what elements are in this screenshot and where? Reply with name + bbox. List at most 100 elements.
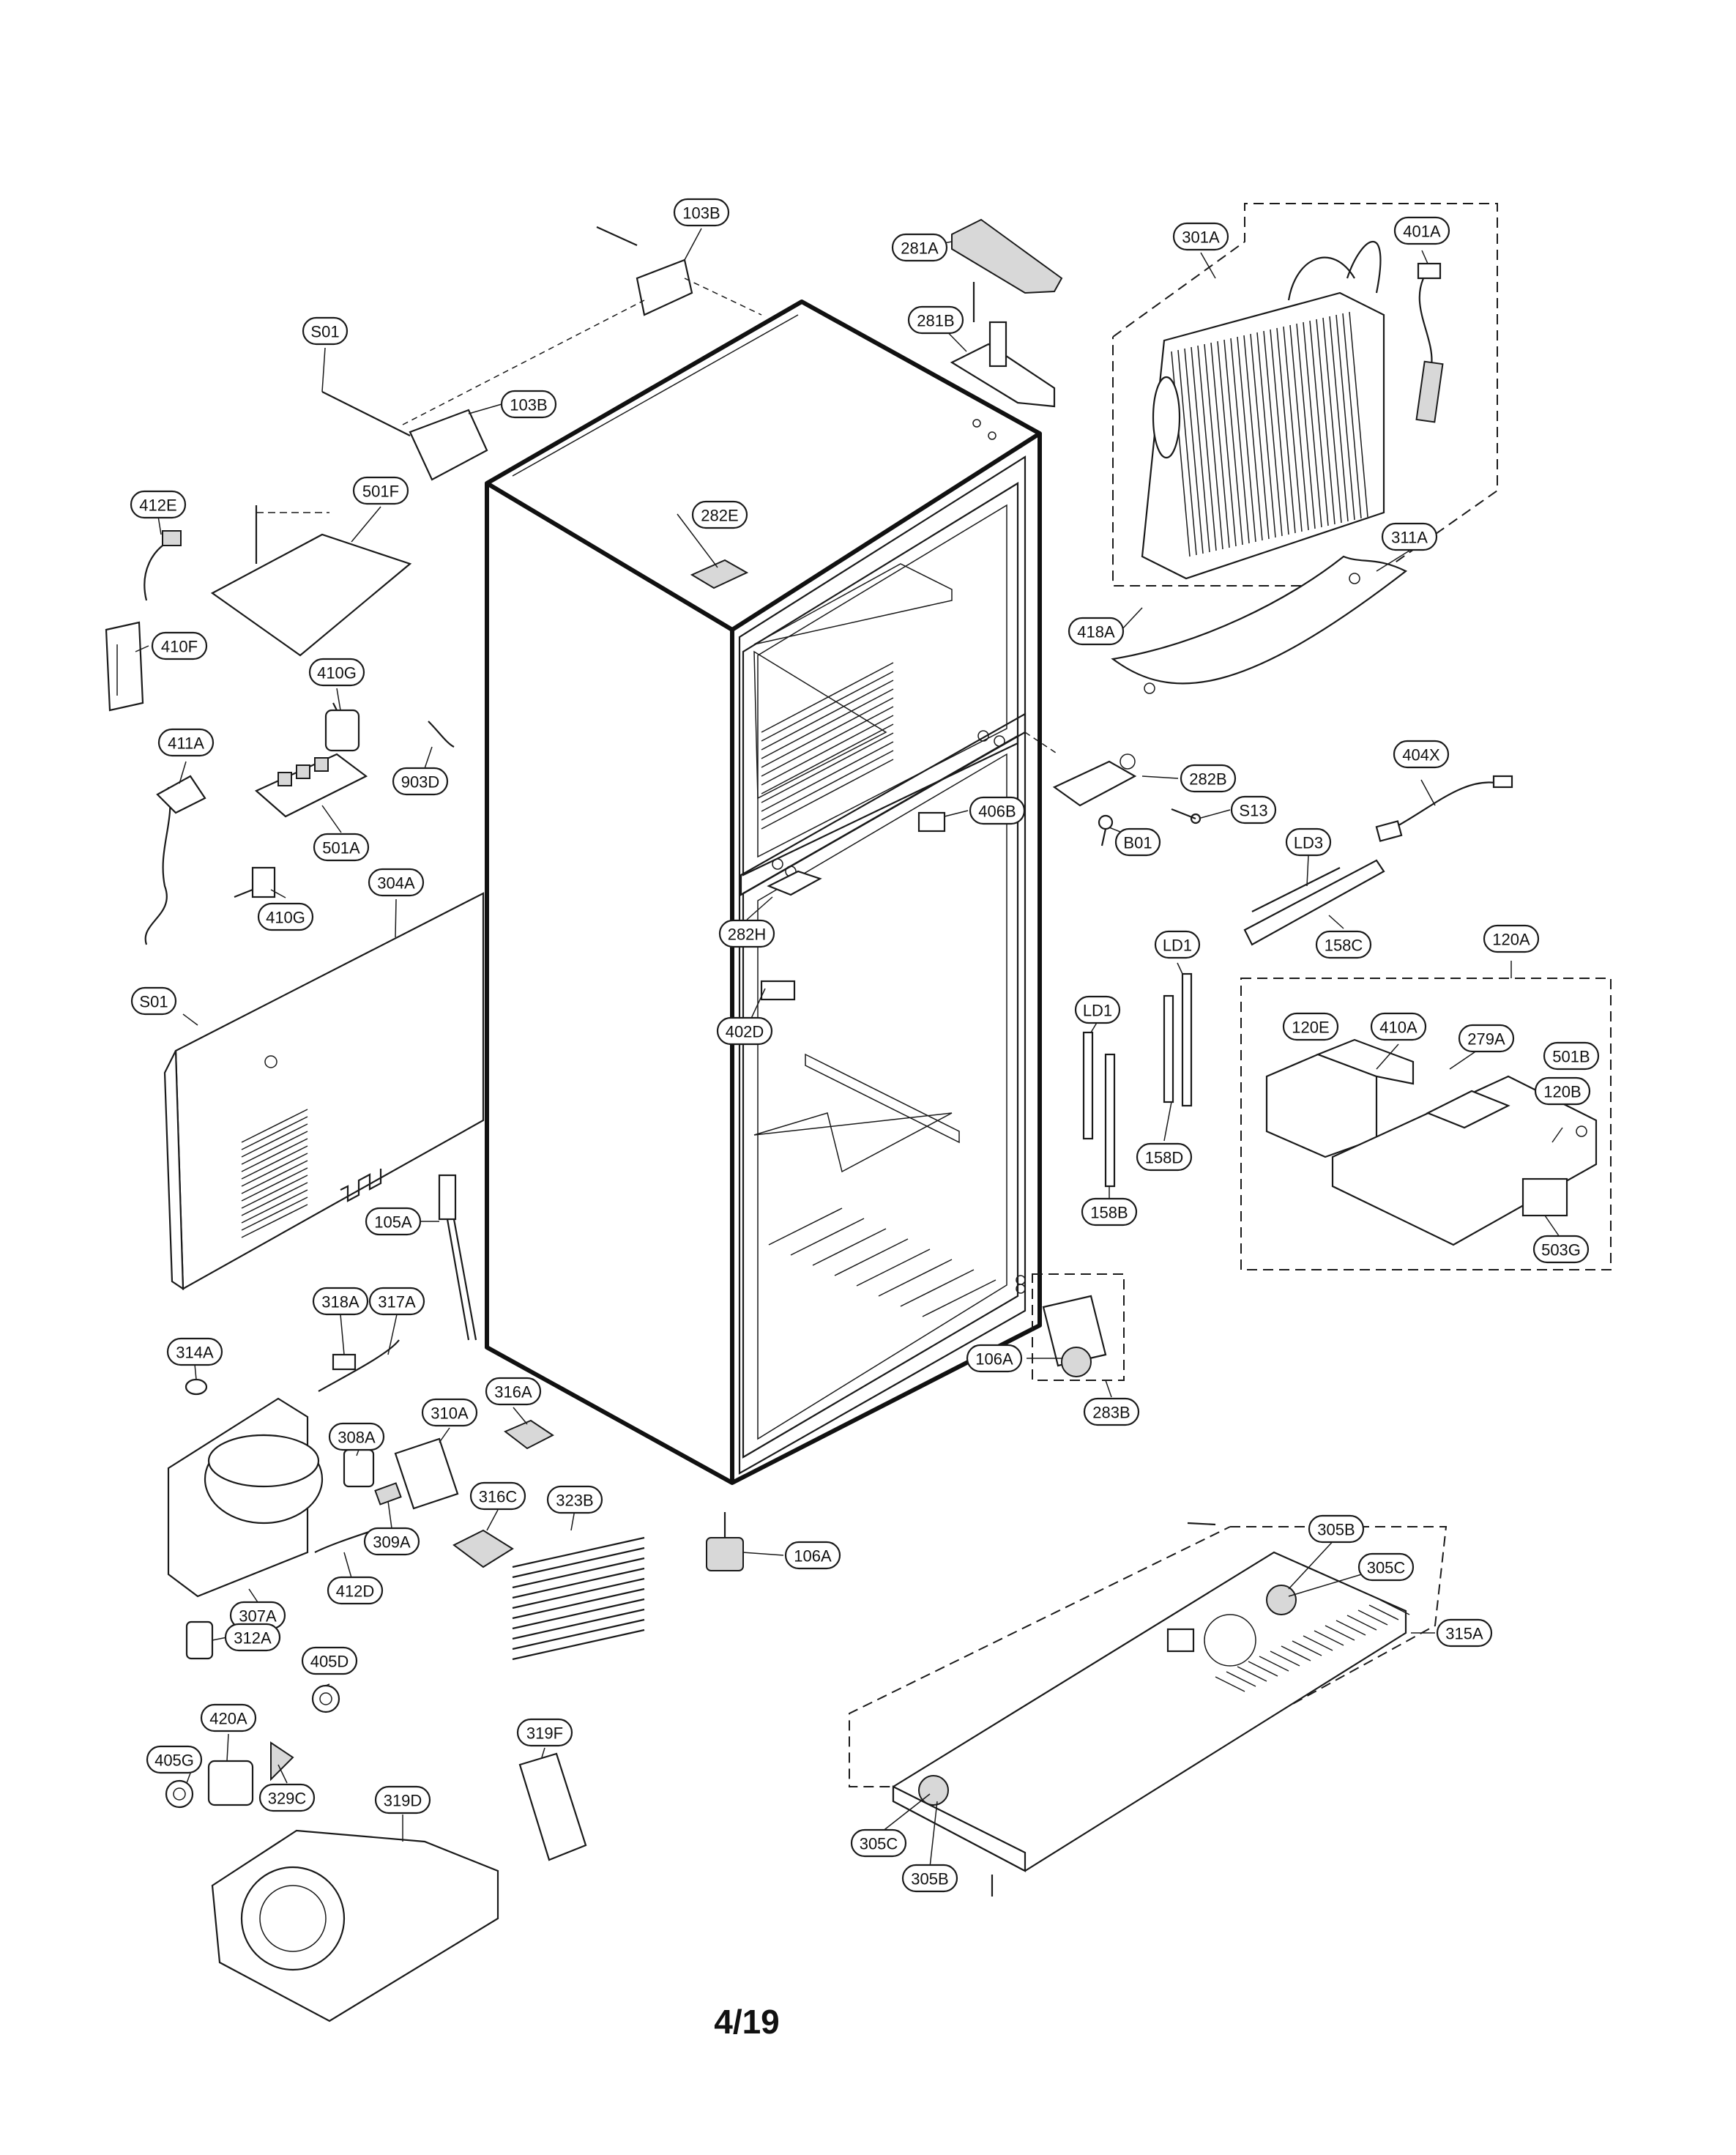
refrigerator-cabinet (485, 299, 1042, 1485)
part-label-283b: 283B (1083, 1397, 1140, 1426)
part-label-text: 412E (139, 496, 176, 515)
part-label-text: 401A (1403, 223, 1441, 241)
part-label-158d: 158D (1136, 1142, 1193, 1172)
part-label-305c-a: 305C (1357, 1552, 1415, 1582)
part-label-406b: 406B (969, 796, 1026, 825)
part-label-text: 103B (510, 396, 547, 414)
cord-412E (144, 530, 182, 601)
part-label-120a: 120A (1483, 924, 1540, 953)
part-label-418a: 418A (1068, 617, 1125, 646)
leveling-foot-106A (706, 1512, 744, 1571)
part-label-text: 317A (378, 1293, 416, 1311)
part-label-text: 412D (336, 1582, 375, 1601)
part-label-text: 282H (728, 926, 767, 944)
pad-316C (452, 1529, 514, 1568)
part-label-text: 304A (377, 874, 415, 893)
part-label-106a-b: 106A (784, 1541, 841, 1570)
part-label-318a: 318A (312, 1287, 369, 1316)
part-label-text: 410G (266, 909, 305, 927)
part-label-text: 283B (1092, 1404, 1130, 1422)
part-label-text: 312A (234, 1629, 272, 1648)
part-label-text: 305C (860, 1835, 898, 1853)
part-label-311a: 311A (1381, 522, 1438, 551)
part-label-text: 307A (239, 1607, 277, 1626)
part-label-316c: 316C (469, 1481, 526, 1511)
part-label-305c-b: 305C (850, 1828, 907, 1858)
part-label-text: 402D (726, 1023, 764, 1041)
part-label-308a: 308A (328, 1422, 385, 1451)
fan-motor-420A (207, 1741, 294, 1806)
part-label-text: 311A (1391, 529, 1428, 547)
part-label-text: 503G (1541, 1241, 1581, 1259)
part-label-text: 309A (373, 1533, 411, 1552)
part-label-text: S01 (139, 993, 168, 1011)
part-label-text: S01 (310, 323, 339, 341)
drain-tube-105A (438, 1174, 477, 1341)
part-label-404x: 404X (1393, 740, 1450, 769)
part-label-text: 301A (1182, 228, 1220, 247)
part-label-319f: 319F (516, 1718, 573, 1747)
part-label-text: 282B (1189, 770, 1226, 789)
part-label-405d: 405D (301, 1646, 358, 1675)
cover-501F (210, 505, 412, 657)
fan-shroud-319D (211, 1829, 499, 2022)
part-label-158b: 158B (1081, 1197, 1138, 1227)
part-label-text: 106A (975, 1350, 1013, 1369)
part-label-158c: 158C (1315, 930, 1372, 959)
part-label-text: 501A (322, 839, 360, 857)
part-label-120b: 120B (1534, 1076, 1591, 1106)
evaporator-coil (1141, 241, 1385, 580)
led-158D (1163, 972, 1193, 1107)
group-box-301A (1112, 203, 1498, 587)
part-label-503g: 503G (1532, 1235, 1590, 1264)
part-label-text: 120E (1292, 1019, 1329, 1037)
control-box-120A (1265, 1038, 1598, 1246)
part-label-text: 329C (268, 1790, 307, 1808)
part-label-405g: 405G (146, 1745, 203, 1774)
machine-cover-304A (163, 892, 485, 1291)
part-label-text: 158C (1325, 937, 1363, 955)
led-158B (1082, 1031, 1116, 1188)
hinge-cap-103B-top (596, 226, 762, 316)
bracket-410F (105, 621, 144, 712)
part-label-text: 420A (209, 1710, 247, 1728)
part-label-279a: 279A (1458, 1024, 1515, 1053)
screw-S13 (1171, 808, 1202, 825)
part-label-text: 305B (1317, 1521, 1355, 1539)
part-label-text: 106A (794, 1547, 832, 1566)
part-label-text: 158D (1145, 1149, 1184, 1167)
part-label-309a: 309A (363, 1527, 420, 1556)
part-label-text: 308A (338, 1429, 376, 1447)
power-cord-411A (144, 775, 206, 945)
grommet-405G (165, 1779, 194, 1809)
grommet-314A (185, 1378, 208, 1396)
sleeve-312A (185, 1620, 214, 1660)
hinge-cap-103B-side (321, 299, 645, 481)
grommet-405D (311, 1684, 340, 1713)
part-label-text: 282E (701, 507, 738, 525)
part-label-text: 305B (911, 1870, 948, 1888)
part-label-text: LD1 (1163, 937, 1192, 955)
bottom-hinge-283B (1042, 1295, 1107, 1377)
pad-316A (504, 1419, 554, 1450)
part-label-text: 410A (1379, 1019, 1418, 1037)
wire-903D (428, 721, 455, 748)
part-label-401a: 401A (1393, 216, 1450, 245)
wire-412D (314, 1529, 374, 1553)
part-label-text: 319D (384, 1792, 422, 1810)
leader-lines (135, 228, 1563, 1868)
part-label-s13: S13 (1230, 795, 1277, 825)
part-label-282e: 282E (691, 500, 748, 529)
relay-310A (394, 1437, 459, 1510)
wire-harness-401A (1415, 262, 1444, 423)
part-label-b01: B01 (1114, 827, 1161, 857)
connector-410G (234, 866, 276, 898)
part-label-text: 318A (321, 1293, 360, 1311)
part-label-310a: 310A (421, 1398, 478, 1427)
part-label-text: 315A (1445, 1625, 1483, 1643)
part-label-text: 410G (317, 664, 357, 682)
overload-308A (343, 1448, 375, 1488)
part-label-106a-a: 106A (966, 1344, 1023, 1373)
part-label-304a: 304A (368, 868, 425, 897)
